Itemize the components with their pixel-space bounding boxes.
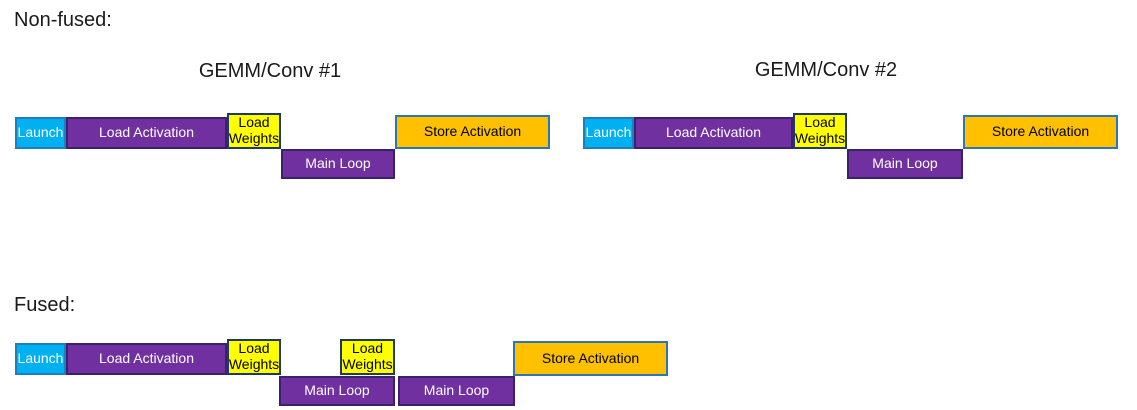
block-load-activation: Load Activation — [66, 343, 227, 375]
block-store-activation: Store Activation — [963, 115, 1118, 149]
block-main-loop: Main Loop — [398, 376, 515, 406]
block-launch: Launch — [15, 343, 66, 375]
block-launch: Launch — [583, 117, 634, 149]
block-load-activation: Load Activation — [66, 117, 227, 149]
block-load-weights: Load Weights — [227, 339, 281, 375]
block-load-weights: Load Weights — [793, 113, 847, 149]
section-label-non-fused: Non-fused: — [14, 9, 112, 31]
title-gemm-conv-2: GEMM/Conv #2 — [754, 59, 898, 81]
block-load-weights: Load Weights — [227, 113, 281, 149]
title-gemm-conv-1: GEMM/Conv #1 — [198, 60, 342, 82]
block-load-activation: Load Activation — [634, 117, 793, 149]
block-load-weights: Load Weights — [340, 339, 395, 375]
block-store-activation: Store Activation — [395, 115, 550, 149]
block-launch: Launch — [15, 117, 66, 149]
block-main-loop: Main Loop — [281, 149, 395, 179]
block-store-activation: Store Activation — [513, 341, 668, 376]
section-label-fused: Fused: — [14, 294, 76, 316]
block-main-loop: Main Loop — [279, 376, 395, 406]
block-main-loop: Main Loop — [847, 149, 963, 179]
